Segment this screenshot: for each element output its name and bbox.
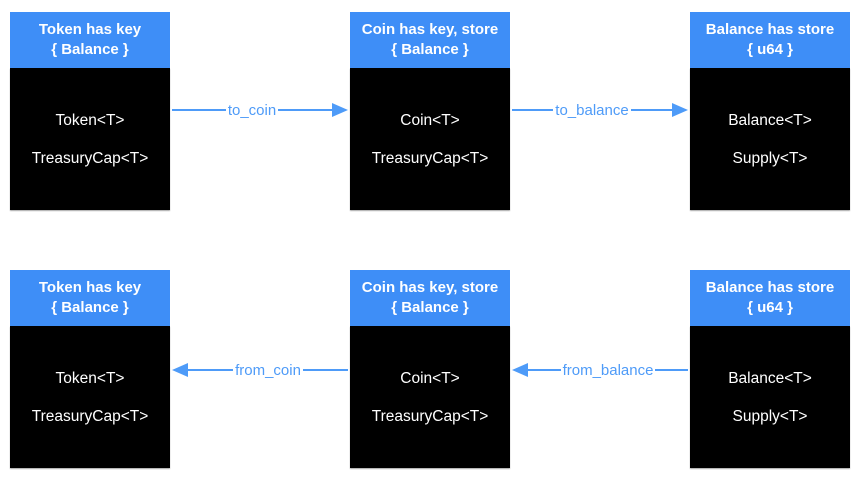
- arrowhead-right-icon: [672, 103, 688, 117]
- struct-box-body: Balance<T> Supply<T>: [690, 326, 850, 468]
- struct-box-balance-bottom: Balance has store { u64 } Balance<T> Sup…: [690, 270, 850, 468]
- struct-box-body: Coin<T> TreasuryCap<T>: [350, 326, 510, 468]
- struct-field: Balance<T>: [728, 369, 812, 387]
- struct-field: Token<T>: [55, 111, 125, 129]
- struct-box-coin-bottom: Coin has key, store { Balance } Coin<T> …: [350, 270, 510, 468]
- struct-box-header: Balance has store { u64 }: [690, 270, 850, 326]
- struct-field: TreasuryCap<T>: [31, 149, 149, 167]
- struct-box-token-top: Token has key { Balance } Token<T> Treas…: [10, 12, 170, 210]
- struct-header-line1: Token has key: [38, 21, 142, 38]
- struct-box-header: Coin has key, store { Balance }: [350, 270, 510, 326]
- arrow-line: [528, 369, 561, 371]
- arrow-line: [188, 369, 234, 371]
- struct-box-header: Token has key { Balance }: [10, 270, 170, 326]
- struct-header-line1: Balance has store: [705, 21, 835, 38]
- arrow-line: [278, 109, 332, 111]
- struct-header-line2: { Balance }: [391, 299, 469, 316]
- struct-header-line1: Balance has store: [705, 279, 835, 296]
- arrowhead-right-icon: [332, 103, 348, 117]
- struct-field: Supply<T>: [732, 407, 808, 425]
- struct-header-line2: { u64 }: [747, 299, 793, 316]
- arrow-line: [172, 109, 226, 111]
- struct-header-line2: { u64 }: [747, 41, 793, 58]
- struct-box-body: Coin<T> TreasuryCap<T>: [350, 68, 510, 210]
- arrow-line: [512, 109, 554, 111]
- struct-field: TreasuryCap<T>: [371, 149, 489, 167]
- struct-box-header: Coin has key, store { Balance }: [350, 12, 510, 68]
- arrow-label: from_coin: [235, 361, 301, 379]
- struct-box-balance-top: Balance has store { u64 } Balance<T> Sup…: [690, 12, 850, 210]
- struct-box-body: Token<T> TreasuryCap<T>: [10, 68, 170, 210]
- struct-field: Coin<T>: [400, 369, 460, 387]
- struct-header-line2: { Balance }: [51, 41, 129, 58]
- struct-header-line2: { Balance }: [51, 299, 129, 316]
- arrow-from-balance: from_balance: [512, 361, 689, 379]
- arrow-label: to_balance: [555, 101, 629, 119]
- struct-field: Supply<T>: [732, 149, 808, 167]
- arrowhead-left-icon: [512, 363, 528, 377]
- struct-box-header: Token has key { Balance }: [10, 12, 170, 68]
- struct-field: Balance<T>: [728, 111, 812, 129]
- arrow-label: to_coin: [227, 101, 277, 119]
- arrow-line: [630, 109, 672, 111]
- struct-box-coin-top: Coin has key, store { Balance } Coin<T> …: [350, 12, 510, 210]
- struct-box-body: Balance<T> Supply<T>: [690, 68, 850, 210]
- struct-box-token-bottom: Token has key { Balance } Token<T> Treas…: [10, 270, 170, 468]
- struct-field: Token<T>: [55, 369, 125, 387]
- arrow-line: [655, 369, 689, 371]
- struct-header-line2: { Balance }: [391, 41, 469, 58]
- struct-field: TreasuryCap<T>: [371, 407, 489, 425]
- struct-header-line1: Coin has key, store: [361, 21, 499, 38]
- arrow-line: [302, 369, 349, 371]
- arrowhead-left-icon: [172, 363, 188, 377]
- arrow-label: from_balance: [562, 361, 654, 379]
- arrow-to-balance: to_balance: [512, 101, 688, 119]
- arrow-from-coin: from_coin: [172, 361, 349, 379]
- struct-header-line1: Token has key: [38, 279, 142, 296]
- struct-field: Coin<T>: [400, 111, 460, 129]
- struct-header-line1: Coin has key, store: [361, 279, 499, 296]
- arrow-to-coin: to_coin: [172, 101, 348, 119]
- struct-box-body: Token<T> TreasuryCap<T>: [10, 326, 170, 468]
- struct-box-header: Balance has store { u64 }: [690, 12, 850, 68]
- struct-field: TreasuryCap<T>: [31, 407, 149, 425]
